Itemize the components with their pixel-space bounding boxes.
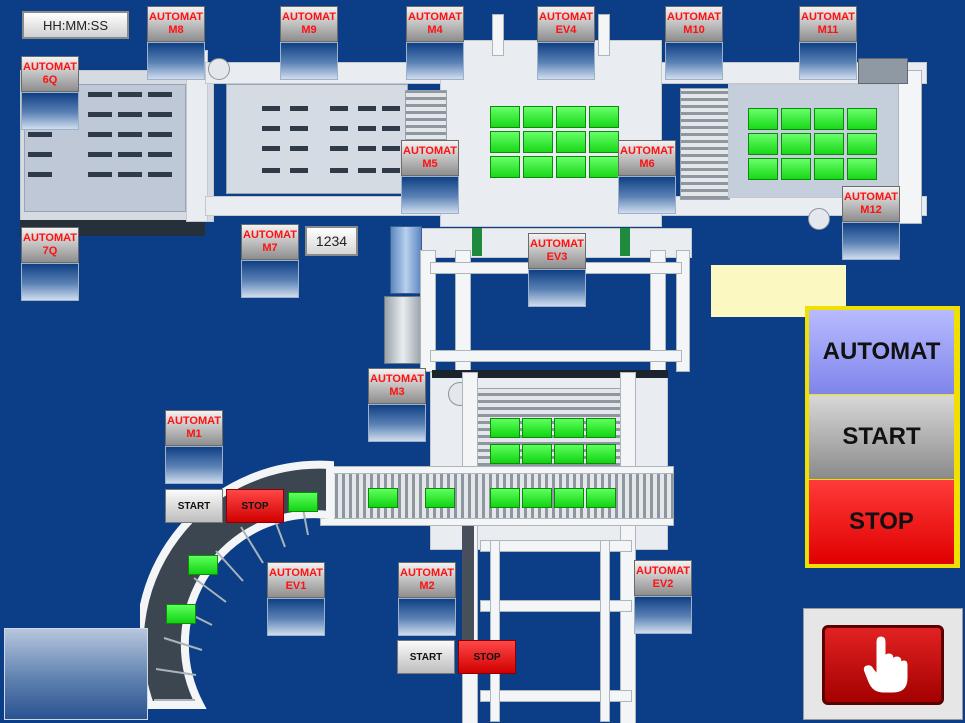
tile-id: M12 <box>860 204 882 216</box>
m2-stop-button[interactable]: STOP <box>458 640 516 674</box>
tile-status: AUTOMAT <box>801 11 855 23</box>
main-control-panel: AUTOMAT START STOP <box>805 306 960 568</box>
tile-status: AUTOMAT <box>370 373 424 385</box>
tile-status: AUTOMAT <box>23 232 77 244</box>
tile-id: M8 <box>168 24 184 36</box>
tile-id: M10 <box>683 24 705 36</box>
tile-id: EV1 <box>285 580 307 592</box>
tile-id: EV4 <box>555 24 577 36</box>
tile-status: AUTOMAT <box>539 11 593 23</box>
tile-id: M7 <box>262 242 278 254</box>
tile-status: AUTOMAT <box>620 145 674 157</box>
tile-id: M5 <box>422 158 438 170</box>
tile-status: AUTOMAT <box>530 238 584 250</box>
tile-status: AUTOMAT <box>23 61 77 73</box>
drive-motor <box>390 226 422 294</box>
tile-id: M2 <box>419 580 435 592</box>
stop-button[interactable]: STOP <box>809 480 954 564</box>
tile-status: AUTOMAT <box>269 567 323 579</box>
tile-id: EV3 <box>546 251 568 263</box>
right-post <box>898 70 922 224</box>
tile-status: AUTOMAT <box>282 11 336 23</box>
m1-stop-button[interactable]: STOP <box>226 489 284 523</box>
tile-id: M3 <box>389 386 405 398</box>
tile-status: AUTOMAT <box>403 145 457 157</box>
tile-status: AUTOMAT <box>844 191 898 203</box>
tile-id: M4 <box>427 24 443 36</box>
automat-button[interactable]: AUTOMAT <box>809 310 954 394</box>
tile-status: AUTOMAT <box>636 565 690 577</box>
tile-id: M11 <box>817 24 839 36</box>
tile-id: M9 <box>301 24 317 36</box>
tile-status: AUTOMAT <box>400 567 454 579</box>
m2-start-button[interactable]: START <box>397 640 455 674</box>
manual-mode-face <box>822 625 944 705</box>
info-panel[interactable] <box>4 628 148 720</box>
tile-id: 6Q <box>42 74 58 86</box>
hand-pointer-icon <box>863 636 908 693</box>
tile-status: AUTOMAT <box>408 11 462 23</box>
start-button[interactable]: START <box>809 395 954 479</box>
tile-status: AUTOMAT <box>167 415 221 427</box>
tile-id: M6 <box>639 158 655 170</box>
m1-start-button[interactable]: START <box>165 489 223 523</box>
gear-unit <box>384 296 422 364</box>
clock-display: HH:MM:SS <box>22 11 129 39</box>
tile-status: AUTOMAT <box>243 229 297 241</box>
tile-status: AUTOMAT <box>667 11 721 23</box>
manual-mode-button[interactable] <box>803 608 963 720</box>
tile-id: EV2 <box>652 578 674 590</box>
rollers-right <box>680 88 730 200</box>
tile-status: AUTOMAT <box>149 11 203 23</box>
upper-bay-left <box>226 84 408 194</box>
counter-display: 1234 <box>305 226 358 256</box>
tile-id: M1 <box>186 428 202 440</box>
tile-id: 7Q <box>42 245 58 257</box>
